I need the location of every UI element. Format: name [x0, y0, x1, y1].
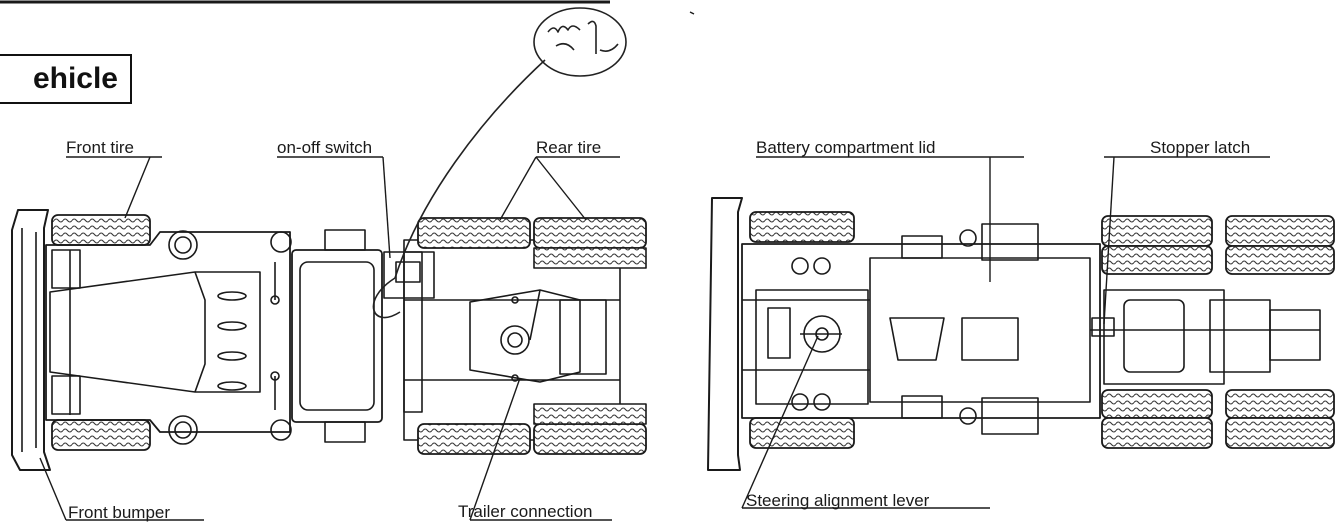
- section-title: ehicle: [0, 54, 132, 104]
- label-rear-tire: Rear tire: [536, 138, 602, 157]
- rear-tire-2-top: [533, 217, 647, 249]
- label-stopper-latch: Stopper latch: [1150, 138, 1251, 157]
- steering-assembly: [755, 257, 869, 411]
- bottom-rear-tire-2-bottom: [1225, 389, 1335, 419]
- bottom-front-tire-left: [749, 211, 855, 243]
- rear-tire-2-bottom: [533, 423, 647, 455]
- label-battery-lid: Battery compartment lid: [756, 138, 936, 157]
- headlight-left: [168, 230, 198, 260]
- headlight-right: [168, 415, 198, 445]
- on-off-switch: [383, 251, 435, 299]
- bottom-rear-tire-1-bottom: [1101, 389, 1213, 419]
- stopper-latch: [1091, 317, 1115, 337]
- label-steering-lever: Steering alignment lever: [746, 491, 930, 510]
- label-on-off-switch: on-off switch: [277, 138, 373, 157]
- rear-gearbox: [1090, 289, 1321, 385]
- bottom-rear-tire-1-top: [1101, 215, 1213, 247]
- hood-vents: [217, 262, 280, 410]
- battery-lid: [981, 223, 1039, 261]
- label-front-bumper: Front bumper: [68, 503, 171, 522]
- front-bumper: [11, 209, 51, 471]
- handwritten-note: [372, 7, 627, 319]
- rear-tire-1-top: [417, 217, 531, 249]
- leader-lines-bottom: [741, 156, 1270, 509]
- front-tire-right: [51, 419, 151, 451]
- cab-hood: [45, 231, 291, 433]
- battery-compartment: [889, 223, 1039, 435]
- bottom-front-tire-right: [749, 417, 855, 449]
- trailer-connection: [469, 289, 607, 383]
- cab-cabin: [291, 249, 383, 423]
- bottom-chassis: [741, 243, 1101, 419]
- label-front-tire: Front tire: [66, 138, 135, 157]
- label-trailer-connection: Trailer connection: [458, 502, 593, 521]
- bottom-front-bumper: [707, 197, 743, 471]
- front-tire-left: [51, 214, 151, 246]
- leader-lines-top: [39, 156, 620, 521]
- rear-tire-1-bottom: [417, 423, 531, 455]
- bottom-rear-tire-2-top: [1225, 215, 1335, 247]
